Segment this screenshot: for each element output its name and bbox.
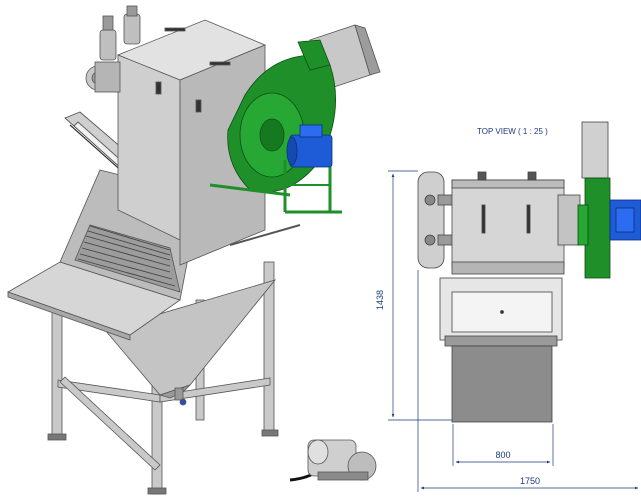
dimension-inner-width: 800 bbox=[495, 450, 510, 460]
lid-handle-icon bbox=[164, 27, 186, 32]
motor-stand bbox=[209, 160, 342, 246]
vibration-motor bbox=[289, 439, 377, 482]
top-view-fan bbox=[577, 177, 611, 279]
top-view-cabinet bbox=[451, 171, 581, 275]
dimension-height: 1438 bbox=[375, 290, 385, 310]
filter-cylinders bbox=[85, 5, 141, 93]
work-table bbox=[7, 261, 181, 341]
lid-handle-icon bbox=[209, 61, 231, 66]
drain-valve-icon bbox=[179, 398, 187, 406]
top-view-motor bbox=[609, 199, 641, 241]
view-title: TOP VIEW ( 1 : 25 ) bbox=[477, 127, 548, 136]
top-view-hopper bbox=[451, 345, 553, 423]
dimension-overall-width: 1750 bbox=[520, 476, 540, 486]
top-view-duct bbox=[581, 121, 609, 179]
electric-motor bbox=[286, 124, 333, 168]
top-view-filter-housing bbox=[417, 171, 455, 269]
isometric-machine-view bbox=[7, 5, 381, 495]
dimension-lines bbox=[388, 170, 639, 492]
top-view: TOP VIEW ( 1 : 25 ) bbox=[375, 121, 641, 492]
top-view-sieve bbox=[439, 277, 563, 347]
hopper-funnel bbox=[104, 279, 277, 406]
sieve-grid bbox=[77, 225, 176, 287]
